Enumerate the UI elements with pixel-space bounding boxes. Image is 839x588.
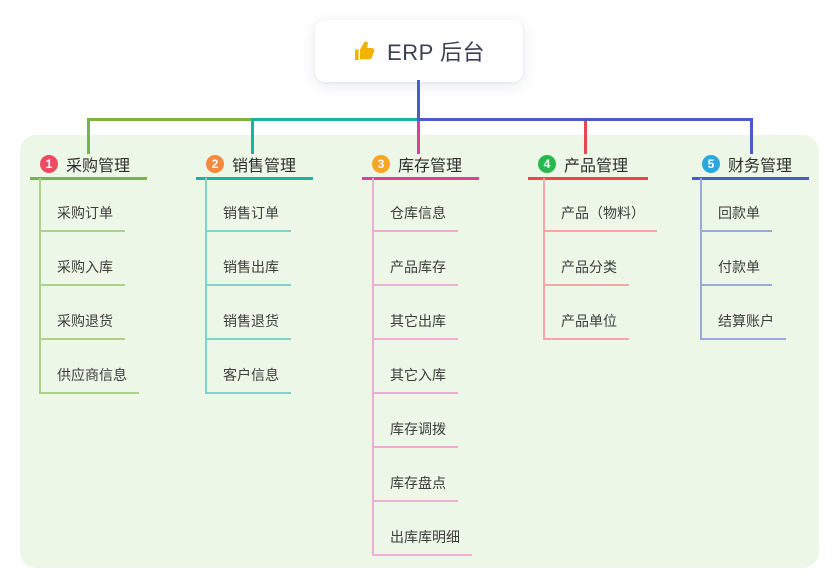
branch-drop-line: [417, 118, 420, 154]
bus-segment-blue: [417, 118, 753, 121]
child-topic[interactable]: 销售出库: [207, 232, 291, 286]
child-topic[interactable]: 产品库存: [374, 232, 458, 286]
branch-number-badge: 1: [40, 154, 58, 173]
branch-children-2: 销售订单销售出库销售退货客户信息: [205, 178, 291, 394]
branch-children-5: 回款单付款单结算账户: [700, 178, 786, 340]
branch-drop-line: [750, 118, 753, 154]
child-topic[interactable]: 出库库明细: [374, 502, 472, 556]
branch-number-badge: 2: [206, 154, 224, 173]
child-topic[interactable]: 产品单位: [545, 286, 629, 340]
child-topic[interactable]: 客户信息: [207, 340, 291, 394]
child-topic[interactable]: 产品分类: [545, 232, 629, 286]
branch-label: 库存管理: [398, 157, 463, 175]
child-topic[interactable]: 其它出库: [374, 286, 458, 340]
branch-children-4: 产品（物料）产品分类产品单位: [543, 178, 657, 340]
branch-number-badge: 3: [372, 154, 390, 173]
root-title: ERP 后台: [387, 40, 485, 65]
child-topic[interactable]: 采购退货: [41, 286, 125, 340]
child-topic[interactable]: 产品（物料）: [545, 178, 657, 232]
branch-label: 采购管理: [66, 157, 131, 175]
child-topic[interactable]: 销售退货: [207, 286, 291, 340]
branch-label: 产品管理: [564, 157, 629, 175]
child-topic[interactable]: 仓库信息: [374, 178, 458, 232]
child-topic[interactable]: 采购订单: [41, 178, 125, 232]
branch-drop-line: [87, 118, 90, 154]
thumbs-up-icon: [355, 41, 375, 60]
branch-header-4[interactable]: 4 产品管理: [528, 150, 648, 180]
child-topic[interactable]: 回款单: [702, 178, 772, 232]
branch-header-2[interactable]: 2 销售管理: [196, 150, 313, 180]
branch-label: 销售管理: [232, 157, 297, 175]
root-node[interactable]: ERP 后台: [315, 20, 523, 82]
child-topic[interactable]: 其它入库: [374, 340, 458, 394]
branch-children-3: 仓库信息产品库存其它出库其它入库库存调拨库存盘点出库库明细: [372, 178, 472, 556]
bus-segment-green: [87, 118, 253, 121]
branch-label: 财务管理: [728, 157, 793, 175]
child-topic[interactable]: 结算账户: [702, 286, 786, 340]
branch-children-1: 采购订单采购入库采购退货供应商信息: [39, 178, 139, 394]
child-topic[interactable]: 库存调拨: [374, 394, 458, 448]
branch-number-badge: 4: [538, 154, 556, 173]
child-topic[interactable]: 付款单: [702, 232, 772, 286]
bus-segment-teal: [251, 118, 418, 121]
branch-drop-line: [251, 118, 254, 154]
branch-drop-line: [584, 118, 587, 154]
branch-header-1[interactable]: 1 采购管理: [30, 150, 147, 180]
branch-number-badge: 5: [702, 154, 720, 173]
root-connector-line: [417, 80, 420, 120]
child-topic[interactable]: 采购入库: [41, 232, 125, 286]
child-topic[interactable]: 库存盘点: [374, 448, 458, 502]
branch-header-5[interactable]: 5 财务管理: [692, 150, 809, 180]
child-topic[interactable]: 销售订单: [207, 178, 291, 232]
branch-header-3[interactable]: 3 库存管理: [362, 150, 479, 180]
child-topic[interactable]: 供应商信息: [41, 340, 139, 394]
branches-panel: [20, 135, 819, 568]
